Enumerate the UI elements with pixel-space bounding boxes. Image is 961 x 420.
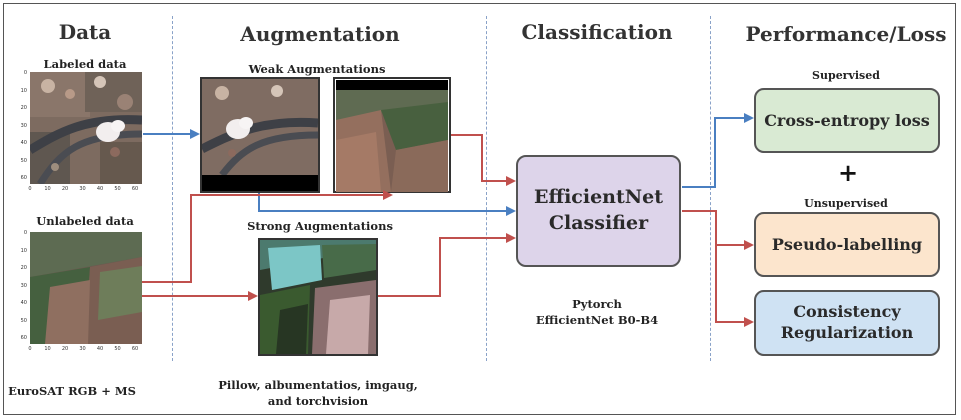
labeled-y-tick: 0 bbox=[23, 70, 27, 76]
weak-augmentations-title: Weak Augmentations bbox=[248, 62, 386, 76]
arrow-classifier-to-consistency bbox=[715, 245, 754, 327]
arrow-unlabeled-to-weak2 bbox=[142, 190, 393, 283]
arrow-strong-to-classifier bbox=[378, 233, 516, 297]
unlabeled-x-tick: 60 bbox=[131, 346, 139, 352]
efficientnet-classifier-box: EfficientNet Classifier bbox=[516, 155, 681, 267]
labeled-x-tick: 0 bbox=[28, 186, 32, 192]
cross-entropy-loss-box: Cross-entropy loss bbox=[754, 88, 940, 153]
separator-2 bbox=[486, 16, 487, 361]
unlabeled-data-title: Unlabeled data bbox=[36, 214, 134, 228]
consistency-label-line1: Consistency bbox=[793, 302, 901, 322]
labeled-data-image bbox=[30, 72, 142, 184]
labeled-x-tick: 30 bbox=[79, 186, 86, 192]
plus-sign: + bbox=[837, 158, 859, 187]
consistency-label-line2: Regularization bbox=[780, 323, 914, 342]
unlabeled-x-tick: 0 bbox=[28, 346, 32, 352]
strong-augmentations-title: Strong Augmentations bbox=[247, 219, 393, 233]
pseudo-labelling-label: Pseudo-labelling bbox=[771, 235, 923, 254]
classifier-label-line2: Classifier bbox=[548, 212, 649, 234]
unlabeled-x-tick: 30 bbox=[79, 346, 86, 352]
labeled-y-tick: 60 bbox=[20, 175, 27, 181]
arrow-weak1-to-classifier bbox=[258, 193, 516, 216]
section-title-data: Data bbox=[58, 20, 112, 44]
unlabeled-y-tick: 20 bbox=[20, 265, 27, 271]
labeled-y-tick: 20 bbox=[20, 105, 27, 111]
dataset-caption: EuroSAT RGB + MS bbox=[8, 384, 136, 398]
unlabeled-y-tick: 40 bbox=[20, 300, 27, 306]
labeled-y-tick: 10 bbox=[20, 87, 27, 94]
pseudo-labelling-box: Pseudo-labelling bbox=[754, 212, 940, 277]
section-title-classification: Classification bbox=[521, 20, 673, 44]
unlabeled-y-tick: 50 bbox=[20, 317, 27, 324]
labeled-data-title: Labeled data bbox=[43, 57, 127, 71]
labeled-y-tick: 40 bbox=[20, 140, 27, 146]
strong-aug-image bbox=[258, 238, 378, 356]
unlabeled-x-tick: 10 bbox=[44, 346, 51, 352]
unlabeled-y-tick: 60 bbox=[20, 335, 27, 341]
augmentation-libraries-line1: Pillow, albumentatios, imgaug, bbox=[218, 378, 418, 392]
unlabeled-y-tick: 0 bbox=[23, 230, 27, 236]
weak-aug-image-1 bbox=[199, 77, 320, 193]
arrow-weak2-to-classifier bbox=[451, 134, 516, 186]
labeled-x-tick: 60 bbox=[131, 186, 139, 192]
framework-line1: Pytorch bbox=[572, 297, 622, 311]
weak-aug-image-2 bbox=[333, 77, 451, 193]
unlabeled-y-tick: 10 bbox=[20, 247, 27, 254]
unlabeled-y-tick: 30 bbox=[20, 282, 27, 289]
augmentation-libraries-line2: and torchvision bbox=[267, 394, 369, 408]
labeled-x-tick: 40 bbox=[96, 186, 104, 192]
classifier-label-line1: EfficientNet bbox=[534, 186, 663, 209]
unlabeled-x-tick: 20 bbox=[61, 346, 69, 352]
separator-1 bbox=[172, 16, 173, 361]
labeled-y-tick: 50 bbox=[20, 157, 27, 164]
cross-entropy-label: Cross-entropy loss bbox=[764, 111, 930, 130]
unsupervised-label: Unsupervised bbox=[804, 197, 888, 210]
arrow-classifier-to-pseudo bbox=[682, 210, 754, 250]
unlabeled-x-tick: 40 bbox=[96, 346, 104, 352]
labeled-x-tick: 50 bbox=[114, 186, 121, 192]
labeled-y-tick: 30 bbox=[20, 122, 27, 129]
labeled-x-tick: 20 bbox=[61, 186, 69, 192]
framework-line2: EfficientNet B0-B4 bbox=[535, 313, 659, 327]
labeled-x-tick: 10 bbox=[44, 186, 51, 192]
section-title-performance: Performance/Loss bbox=[745, 22, 947, 46]
unlabeled-data-image bbox=[30, 232, 142, 344]
separator-3 bbox=[710, 16, 711, 361]
consistency-regularization-box: Consistency Regularization bbox=[754, 290, 940, 356]
arrow-classifier-to-cross-entropy bbox=[682, 113, 754, 188]
section-title-augmentation: Augmentation bbox=[240, 22, 400, 46]
unlabeled-x-tick: 50 bbox=[114, 346, 121, 352]
supervised-label: Supervised bbox=[812, 69, 880, 82]
